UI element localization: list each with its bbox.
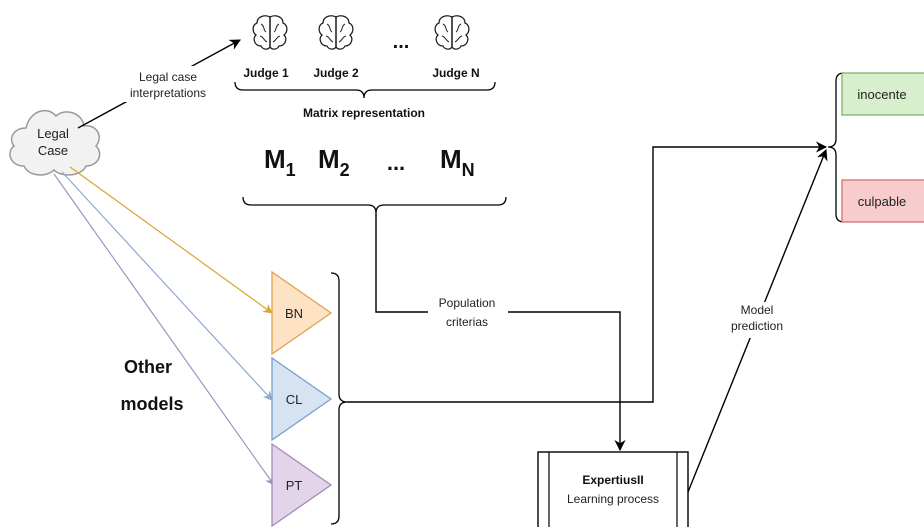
judges-brace: [234, 81, 496, 99]
matrices-brace: [242, 196, 507, 214]
expertius-name: ExpertiusII: [582, 473, 643, 487]
model-pt-label: PT: [286, 478, 303, 493]
judge-1-label: Judge 1: [243, 66, 289, 80]
models-output-arrow: [347, 141, 828, 403]
outcome-inocente-label: inocente: [857, 87, 906, 102]
judges-ellipsis: ...: [393, 31, 410, 53]
model-bn-label: BN: [285, 306, 303, 321]
models-brace: [330, 272, 348, 525]
expertius-process: ExpertiusII Learning process: [537, 451, 689, 527]
population-label-2: criterias: [446, 315, 488, 329]
matrix-m1: M1: [264, 144, 296, 180]
judge-2-label: Judge 2: [313, 66, 359, 80]
interpretations-label-bg: [122, 66, 214, 102]
arrow-to-pt: [53, 173, 275, 486]
brain-icon-judge-1: [252, 15, 288, 50]
prediction-label-1: Model: [741, 303, 774, 317]
population-label-bg: [428, 296, 508, 332]
expertius-subtitle: Learning process: [567, 492, 659, 506]
arrow-to-bn: [69, 166, 273, 314]
other-models-label-2: models: [120, 394, 183, 414]
model-pt: PT: [271, 442, 333, 527]
model-cl-label: CL: [286, 392, 303, 407]
prediction-label-bg: [726, 302, 788, 338]
matrix-m2: M2: [318, 144, 350, 180]
arrow-to-cl: [61, 171, 273, 401]
legal-case-node: Legal Case: [9, 109, 101, 176]
matrix-ellipsis: ...: [387, 150, 405, 175]
model-bn: BN: [271, 270, 333, 356]
judge-n-label: Judge N: [432, 66, 479, 80]
population-label-1: Population: [439, 296, 496, 310]
interpretations-label-1: Legal case: [139, 70, 197, 84]
interpretations-label-2: interpretations: [130, 86, 206, 100]
outcome-culpable: culpable: [841, 179, 924, 223]
brain-icon-judge-n: [434, 15, 470, 50]
prediction-label-2: prediction: [731, 319, 783, 333]
outcomes-brace: [827, 72, 845, 223]
matrix-mn: MN: [440, 144, 475, 180]
matrix-title: Matrix representation: [303, 106, 425, 120]
outcome-inocente: inocente: [841, 72, 924, 116]
legal-case-label-1: Legal: [37, 126, 69, 141]
model-cl: CL: [271, 356, 333, 442]
outcome-culpable-label: culpable: [858, 194, 906, 209]
legal-case-label-2: Case: [38, 143, 68, 158]
brain-icon-judge-2: [318, 15, 354, 50]
other-models-label-1: Other: [124, 357, 172, 377]
